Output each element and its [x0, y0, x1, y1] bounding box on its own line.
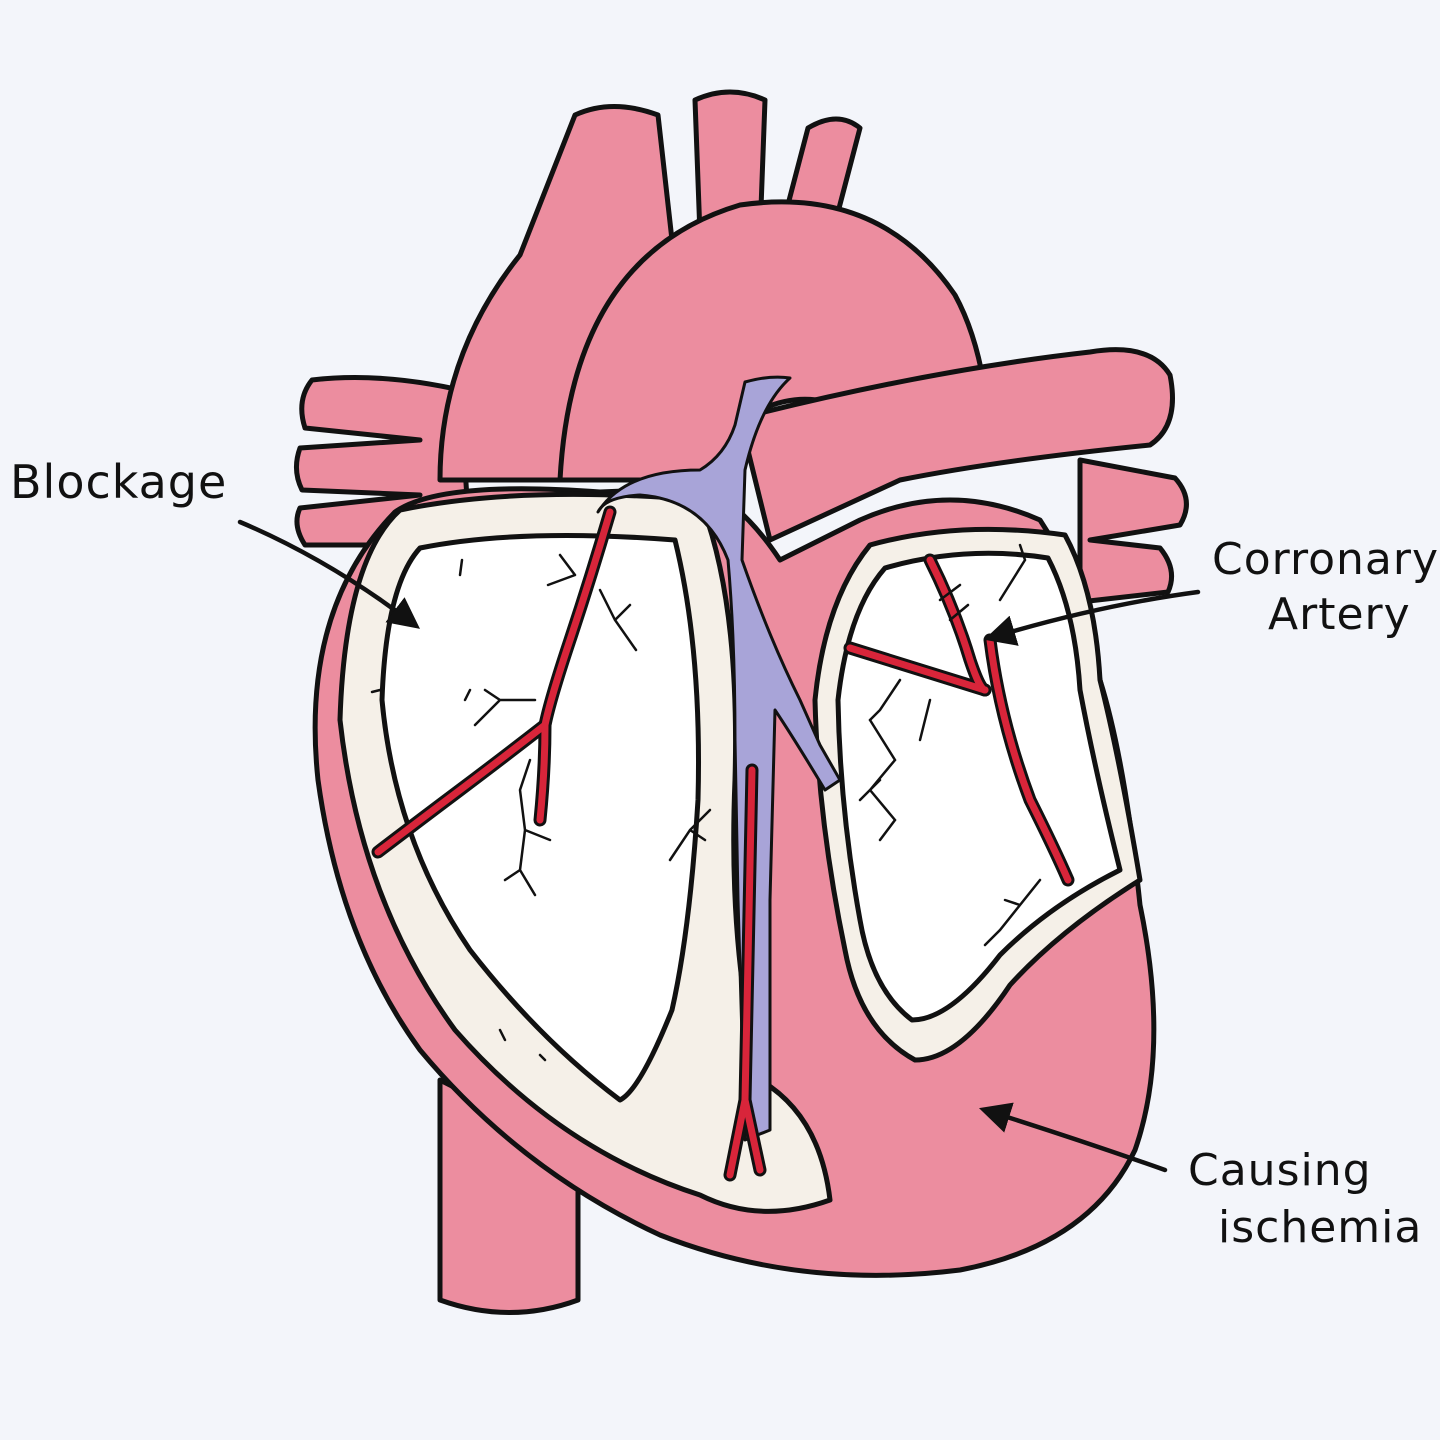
ischemia-arrow	[978, 1102, 1168, 1173]
ischemia-label: Causing ischemia	[1188, 1142, 1422, 1256]
blockage-label: Blockage	[10, 456, 227, 509]
blockage-label-line: Blockage	[10, 455, 228, 509]
coronary-artery-label-line-2: Artery	[1268, 589, 1411, 640]
blockage-arrow	[237, 519, 421, 629]
aortic-branch-middle	[692, 89, 768, 238]
right-pulmonary-veins	[1077, 457, 1189, 605]
coronary-artery-label-line-1: Corronary	[1212, 534, 1439, 585]
coronary-artery-label: Corronary Artery	[1212, 532, 1439, 642]
pointer-arrows	[237, 519, 1201, 1173]
coronary-artery-arrow	[983, 589, 1201, 646]
coronary-vein	[596, 375, 842, 1142]
coronary-arteries	[371, 505, 1075, 1182]
ischemia-label-line-2: ischemia	[1218, 1202, 1423, 1254]
ischemia-label-line-1: Causing	[1188, 1145, 1372, 1196]
artery-branches	[370, 543, 1042, 1062]
pulmonary-artery	[737, 347, 1175, 543]
